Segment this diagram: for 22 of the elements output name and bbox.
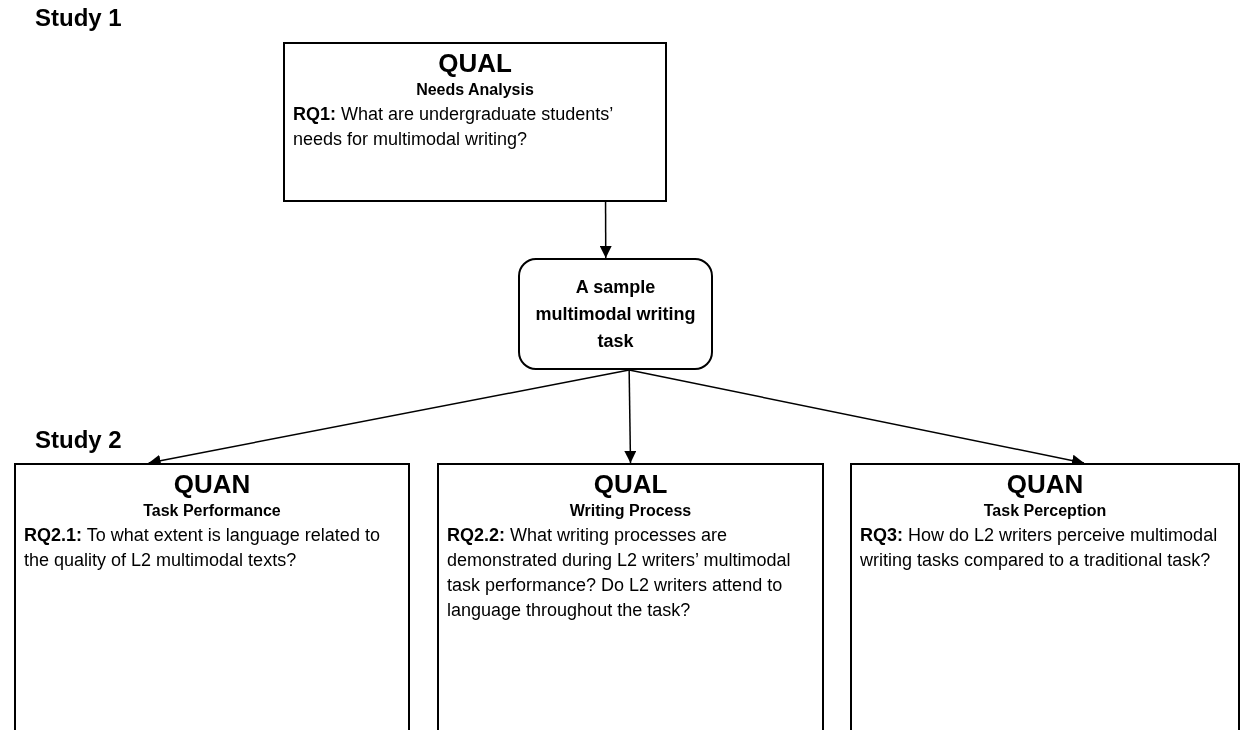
study-box (14, 463, 410, 730)
research-question: RQ2.2: What writing processes are demonstrated during L2 writers’ multimodal task performance? Do L2 writers attend to language throughout the task? (447, 524, 792, 622)
study-box (437, 463, 824, 730)
method-title: QUAN (1005, 469, 1085, 499)
arrow (624, 369, 637, 464)
research-question: RQ2.1: To what extent is language related to the quality of L2 multimodal texts? (24, 524, 381, 572)
phase-subtitle: Task Performance (142, 501, 282, 521)
phase-subtitle: Needs Analysis (415, 80, 535, 100)
phase-subtitle: Task Perception (982, 501, 1108, 521)
method-title: QUAL (592, 469, 669, 499)
method-title: QUAN (172, 469, 252, 499)
research-question: RQ3: How do L2 writers perceive multimodal writing tasks compared to a traditional task? (860, 524, 1219, 572)
research-question: RQ1: What are undergraduate students’ needs for multimodal writing? (293, 103, 614, 151)
study-box (283, 42, 667, 202)
arrow (599, 201, 612, 259)
study-box (850, 463, 1240, 730)
method-title: QUAL (437, 48, 513, 78)
study-heading: Study 2 (35, 426, 122, 454)
rounded-box (518, 258, 713, 370)
phase-subtitle: Writing Process (568, 501, 693, 521)
task-label: A sample multimodal writing task (534, 275, 697, 353)
study-heading: Study 1 (35, 4, 122, 32)
